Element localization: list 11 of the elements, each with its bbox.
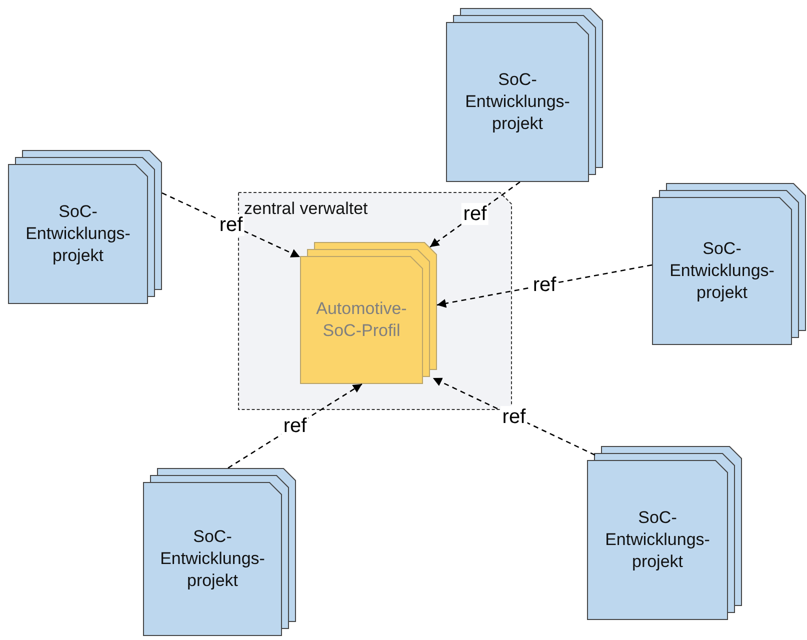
edge-label: ref: [217, 214, 245, 236]
document-title: SoC-Entwicklungs-projekt: [668, 238, 776, 304]
document-title: SoC-Entwicklungs-projekt: [464, 69, 571, 135]
document-title: SoC-Entwicklungs-projekt: [159, 526, 266, 592]
document-title: SoC-Entwicklungs-projekt: [24, 201, 132, 267]
group-heading: zentral verwaltet: [244, 198, 368, 220]
document-title: SoC-Entwicklungs-projekt: [604, 507, 711, 573]
edge-label: ref: [281, 415, 309, 437]
edge-label: ref: [461, 203, 489, 226]
document-title: Automotive-SoC-Profil: [315, 298, 408, 342]
dashed-arrow: [436, 264, 652, 308]
